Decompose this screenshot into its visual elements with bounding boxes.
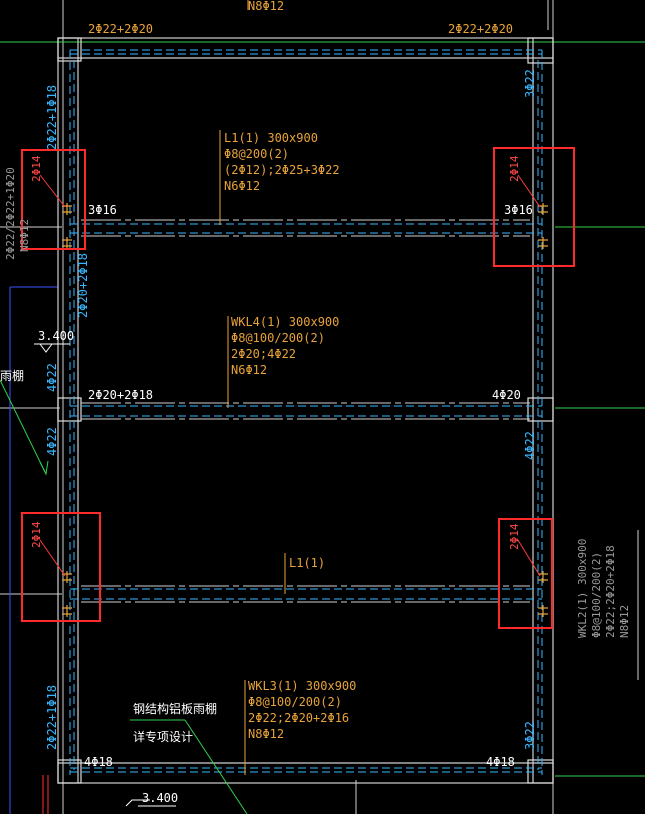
- highlight-box-top-left[interactable]: [21, 149, 86, 250]
- hidden-rebar-lines: [69, 49, 543, 775]
- right-column-low-bars: 4Φ22: [523, 431, 537, 460]
- left-outer-n: N8Φ12: [18, 219, 31, 252]
- highlight-boxes: [21, 147, 575, 629]
- beam-wkl3-stirrup: Φ8@100/200(2): [248, 695, 342, 709]
- beam-l1-top-side: N6Φ12: [224, 179, 260, 193]
- left-column-top-bars: 2Φ22+1Φ18: [45, 85, 59, 150]
- leader-lines: [219, 0, 286, 775]
- top-right-support-bars: 2Φ22+2Φ20: [448, 22, 513, 36]
- right-mark-bot-red: 2Φ14: [508, 523, 521, 550]
- left-outer-bars: 2Φ22/2Φ22+1Φ20: [4, 167, 17, 260]
- beam-l1-top-bars: (2Φ12);2Φ25+3Φ22: [224, 163, 340, 177]
- right-mark-top-red: 2Φ14: [508, 155, 521, 182]
- highlight-box-bot-right[interactable]: [498, 518, 553, 629]
- beam-wkl4-side: N6Φ12: [231, 363, 267, 377]
- columns: [57, 37, 554, 784]
- beam-wkl3-name: WKL3(1) 300x900: [248, 679, 356, 693]
- left-mark-top-bars: 3Φ16: [88, 203, 117, 217]
- frame-outline: [57, 37, 554, 784]
- column-top-left: [57, 37, 82, 62]
- left-mark-bot-red: 2Φ14: [30, 521, 43, 548]
- canopy-note-line-1: 钢结构铝板雨棚: [133, 701, 217, 716]
- mid-right-support-bars: 4Φ20: [492, 388, 521, 402]
- beam-l1-top-name: L1(1) 300x900: [224, 131, 318, 145]
- beam-wkl4-bars: 2Φ20;4Φ22: [231, 347, 296, 361]
- elevation-left: 3.400: [38, 329, 74, 343]
- left-column-bot-bars: 2Φ22+1Φ18: [45, 685, 59, 750]
- canopy-note-line-2: 详专项设计: [133, 729, 193, 744]
- beam-l1-bot-name: L1(1): [289, 556, 325, 570]
- labels: N8Φ12 2Φ22+2Φ20 2Φ22+2Φ20 2Φ22+1Φ18 2Φ22…: [0, 0, 631, 805]
- beams: [81, 219, 530, 603]
- left-column-mid2-bars: 4Φ22: [45, 363, 59, 392]
- bot-left-support-bars: 4Φ18: [84, 755, 113, 769]
- right-column-bot-bars: 3Φ22: [523, 721, 537, 750]
- elevation-bottom: 3.400: [142, 791, 178, 805]
- beam-wkl2-bars: 2Φ22;2Φ20+2Φ18: [604, 545, 617, 638]
- beam-wkl4-name: WKL4(1) 300x900: [231, 315, 339, 329]
- elevation-markers: [34, 343, 176, 807]
- red-leaders: [39, 174, 541, 577]
- left-mark-top-red: 2Φ14: [30, 155, 43, 182]
- column-mid-right: [527, 397, 554, 422]
- top-axis-note: N8Φ12: [248, 0, 284, 13]
- beam-wkl3-bars: 2Φ22;2Φ20+2Φ16: [248, 711, 349, 725]
- beam-wkl2-stirrup: Φ8@100/200(2): [590, 552, 603, 638]
- right-column-top-bars: 3Φ22: [523, 69, 537, 98]
- mid-left-support-bars: 2Φ20+2Φ18: [88, 388, 153, 402]
- right-mark-top-bars: 3Φ16: [504, 203, 533, 217]
- beam-wkl2-side: N8Φ12: [618, 605, 631, 638]
- canopy-left-label: 雨棚: [0, 368, 24, 383]
- top-left-support-bars: 2Φ22+2Φ20: [88, 22, 153, 36]
- left-column-low-bars: 4Φ22: [45, 427, 59, 456]
- rebar-hooks: [62, 203, 548, 617]
- highlight-box-top-right[interactable]: [493, 147, 575, 267]
- beam-wkl3-side: N8Φ12: [248, 727, 284, 741]
- highlight-box-bot-left[interactable]: [21, 512, 101, 622]
- canopy-leaders: [0, 379, 248, 814]
- left-column-mid-bars: 2Φ20+2Φ18: [76, 253, 90, 318]
- bot-right-support-bars: 4Φ18: [486, 755, 515, 769]
- beam-wkl2-name: WKL2(1) 300x900: [576, 539, 589, 638]
- beam-wkl4-stirrup: Φ8@100/200(2): [231, 331, 325, 345]
- beam-l1-top-stirrup: Φ8@200(2): [224, 147, 289, 161]
